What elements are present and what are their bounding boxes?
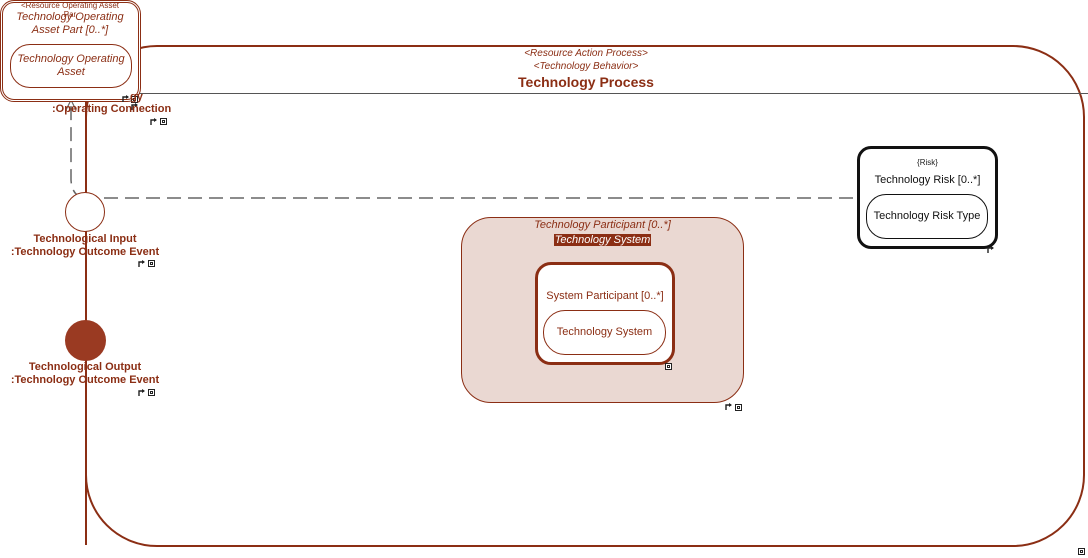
technological-input-line2: :Technology Outcome Event bbox=[10, 246, 160, 258]
technology-risk-name: Technology Risk [0..*] bbox=[874, 174, 981, 186]
process-header-divider bbox=[100, 93, 1088, 94]
asset-type-line1: Technology Operating bbox=[17, 53, 125, 65]
system-participant-name: System Participant [0..*] bbox=[546, 290, 664, 302]
technological-output-link-icon[interactable] bbox=[148, 389, 155, 396]
technology-risk-type-box[interactable] bbox=[866, 194, 988, 239]
process-stereotype-1: <Resource Action Process> bbox=[524, 48, 648, 59]
process-stereotype-2: <Technology Behavior> bbox=[533, 61, 639, 72]
technological-output-line2: :Technology Outcome Event bbox=[10, 374, 160, 386]
process-link-icon[interactable] bbox=[1078, 548, 1085, 555]
technology-risk-stereotype: {Risk} bbox=[917, 158, 938, 167]
technology-risk-arrow-icon bbox=[987, 246, 994, 253]
technology-participant-link-icon[interactable] bbox=[735, 404, 742, 411]
technological-output-arrow-icon bbox=[138, 389, 145, 396]
system-participant-type-box[interactable] bbox=[543, 310, 666, 355]
process-title: Technology Process bbox=[518, 74, 654, 90]
asset-part-name-line2: Asset Part [0..*] bbox=[31, 24, 109, 36]
asset-part-link-icon[interactable] bbox=[131, 96, 138, 103]
system-participant-type: Technology System bbox=[556, 326, 653, 338]
technology-risk-type: Technology Risk Type bbox=[873, 210, 981, 222]
asset-part-corner-arrow-icon bbox=[122, 95, 129, 102]
technology-participant-type: Technology System bbox=[553, 234, 652, 246]
operating-connection-link-icon[interactable] bbox=[160, 118, 167, 125]
asset-type-line2: Asset bbox=[57, 66, 85, 78]
technological-output-port[interactable] bbox=[65, 320, 106, 361]
technology-participant-name: Technology Participant [0..*] bbox=[534, 219, 671, 231]
technological-input-line1: Technological Input bbox=[33, 233, 137, 245]
asset-part-stereotype-suffix: Par bbox=[63, 10, 77, 19]
system-participant-link-icon[interactable] bbox=[665, 363, 672, 370]
asset-part-stereotype: <Resource Operating Asset bbox=[20, 1, 120, 10]
input-to-asset-dashed-connector bbox=[70, 106, 85, 199]
asset-type-box[interactable] bbox=[10, 44, 132, 88]
technology-participant-arrow-icon bbox=[725, 403, 732, 410]
asset-part-corner-arrow-icon-2 bbox=[131, 103, 138, 110]
asset-part-name-line1: Technology Operating bbox=[16, 11, 124, 23]
technological-input-arrow-icon bbox=[138, 260, 145, 267]
technological-input-port[interactable] bbox=[65, 192, 105, 232]
operating-connection-arrow-icon bbox=[150, 118, 157, 125]
operating-connection-label-line2: :Operating Connection bbox=[52, 103, 172, 115]
operating-connection-label-line1: gy bbox=[130, 91, 143, 103]
technological-input-link-icon[interactable] bbox=[148, 260, 155, 267]
technological-output-line1: Technological Output bbox=[28, 361, 142, 373]
